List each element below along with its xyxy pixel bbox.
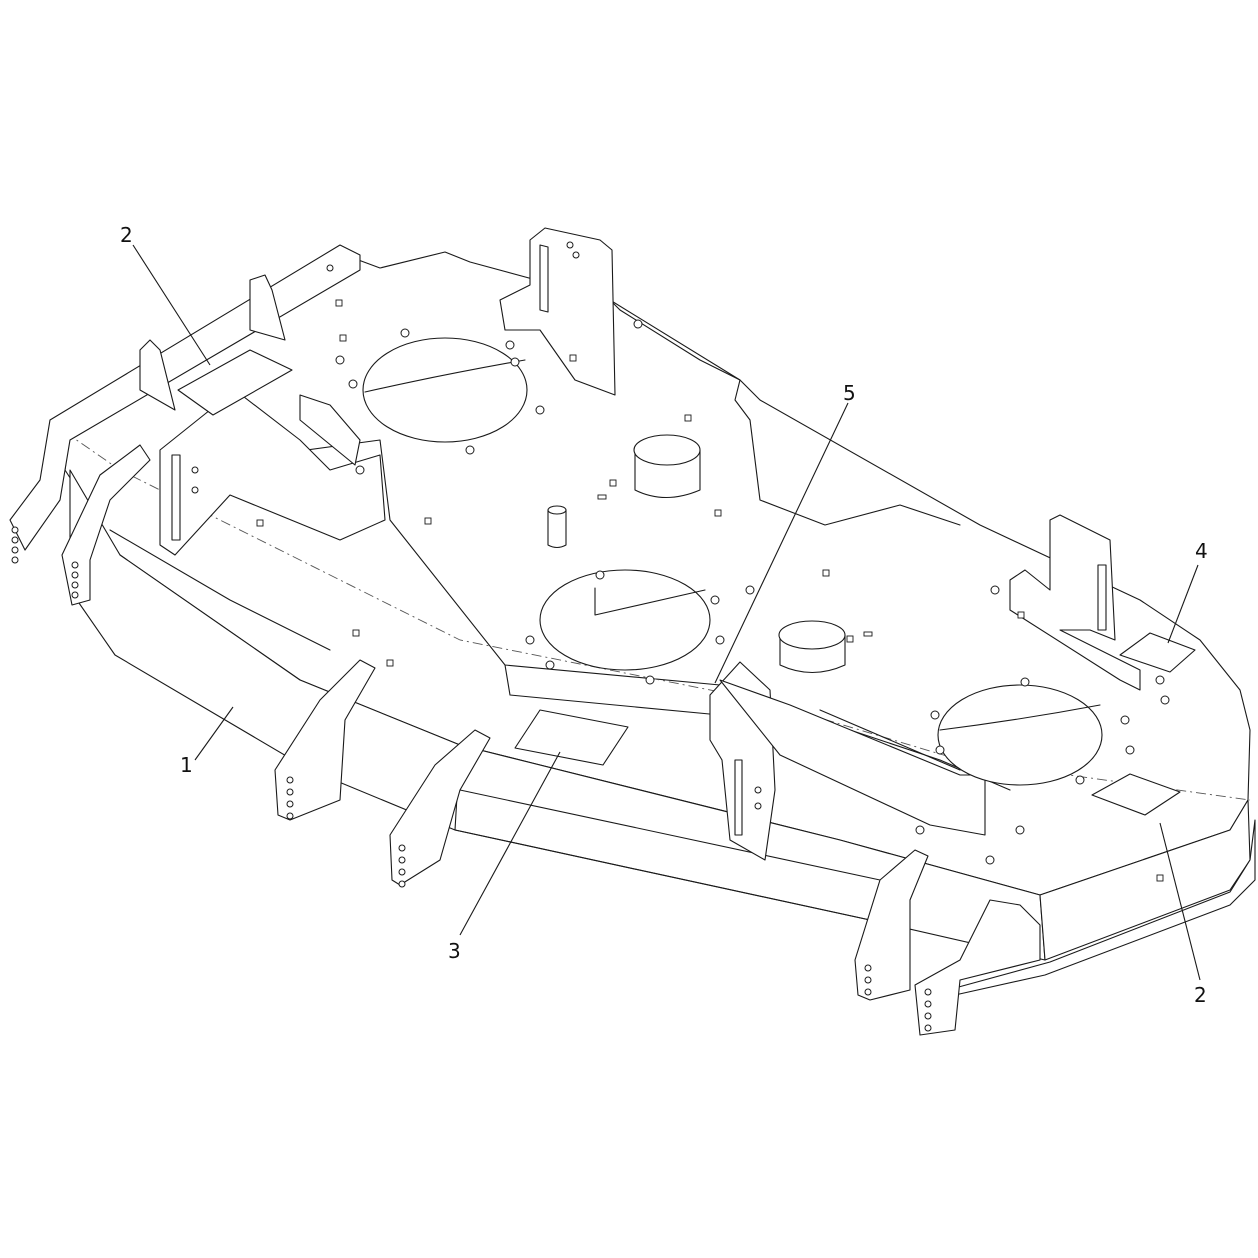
decals <box>177 349 1196 816</box>
leader-lines <box>132 244 1201 981</box>
decal-3 <box>514 709 629 766</box>
callout-4: 4 <box>1195 539 1208 563</box>
callout-3: 3 <box>448 939 461 963</box>
callout-5: 5 <box>843 381 856 405</box>
pulleys <box>547 434 846 673</box>
decal-2-right <box>1091 773 1181 816</box>
callout-2-left: 2 <box>120 223 133 247</box>
blade-baffle <box>719 679 986 836</box>
callout-1: 1 <box>180 753 193 777</box>
callout-2-right: 2 <box>1194 983 1207 1007</box>
callouts: 2 1 3 4 5 2 <box>120 223 1208 1007</box>
mount-holes <box>256 299 1170 882</box>
spindle-openings <box>362 337 1103 786</box>
upright-brackets <box>139 227 1141 861</box>
decal-4 <box>1119 632 1196 673</box>
height-brackets <box>61 444 1041 1036</box>
decal-2-left <box>177 349 293 416</box>
